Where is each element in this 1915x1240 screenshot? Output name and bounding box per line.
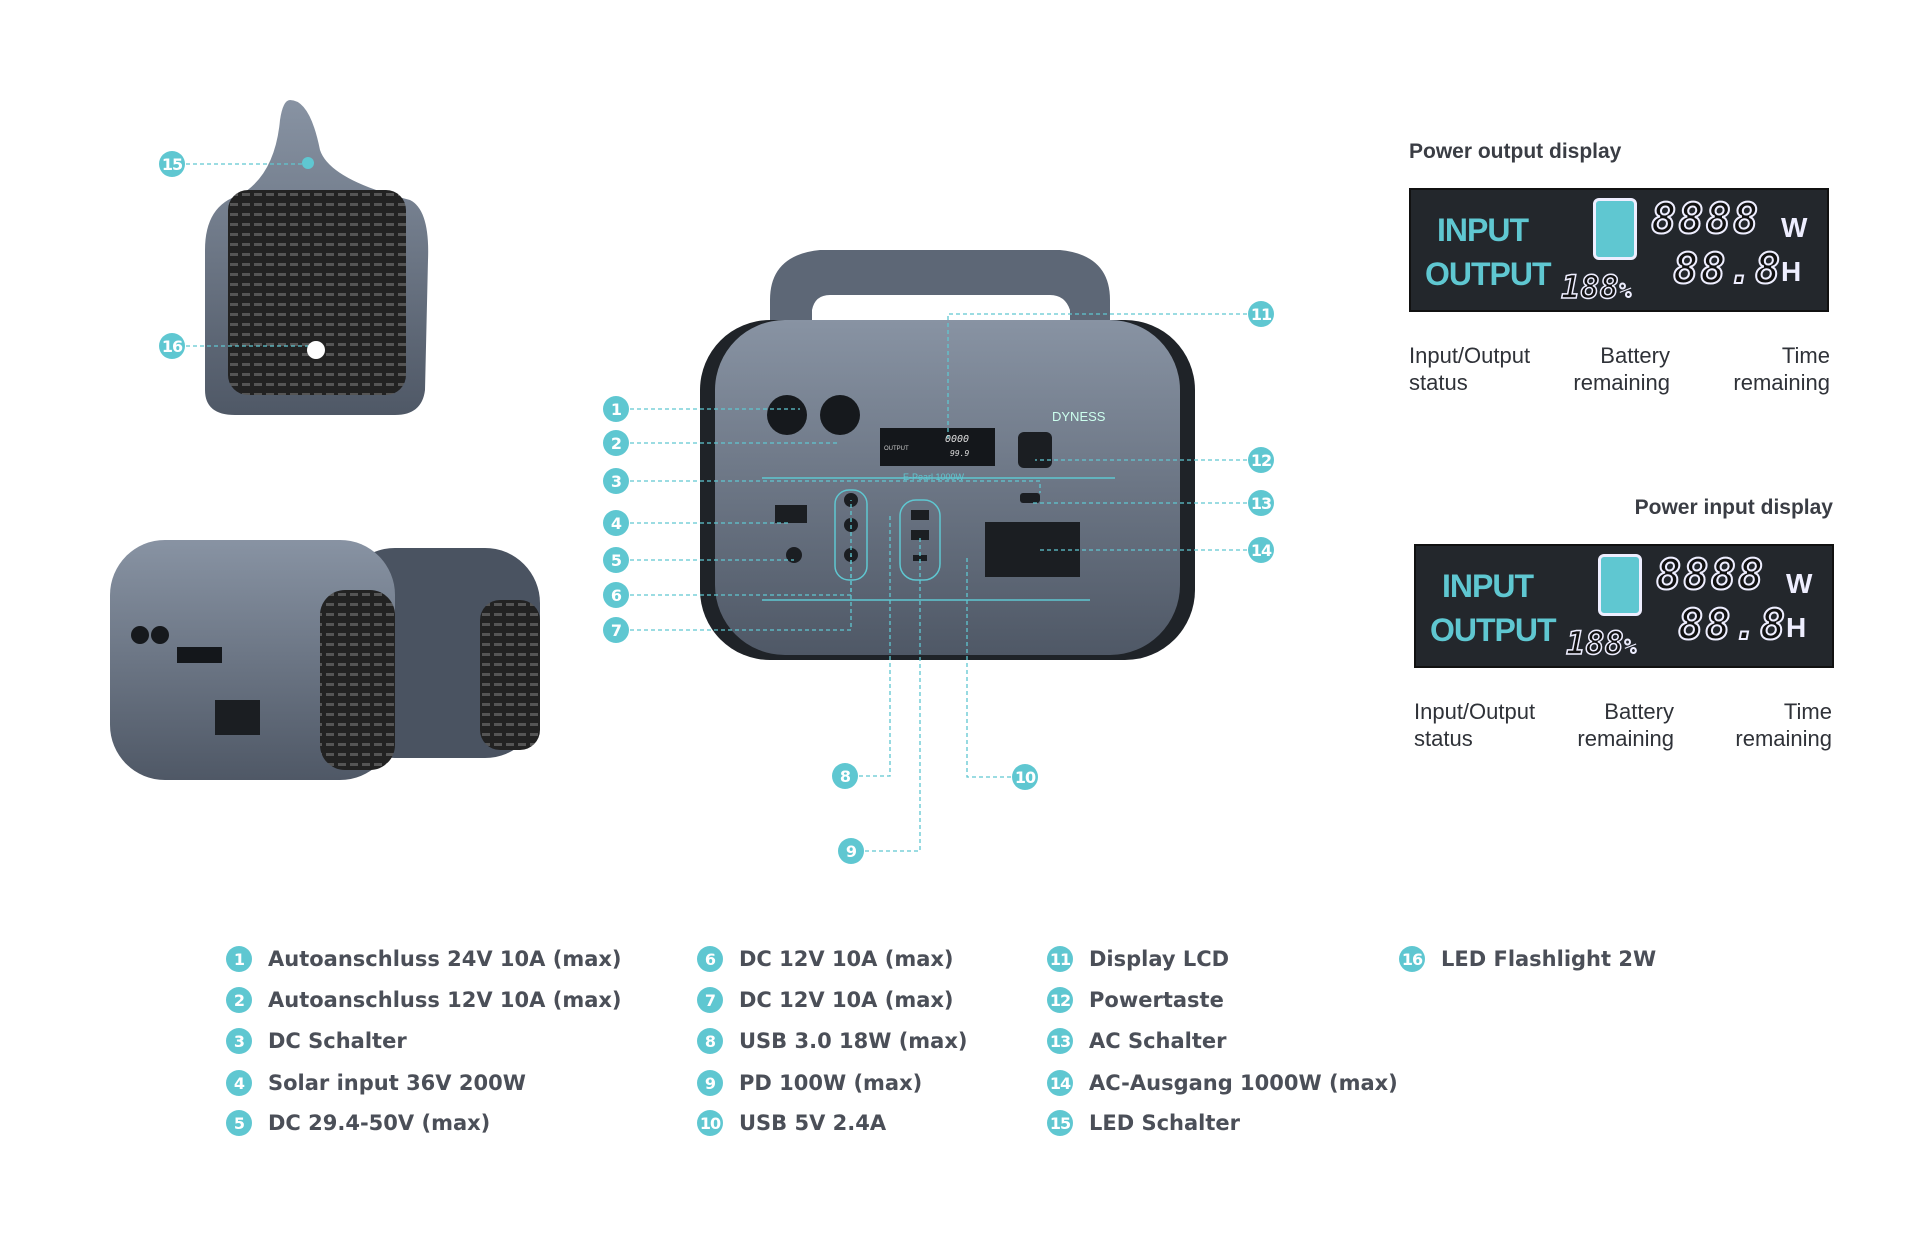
legend-label: Powertaste xyxy=(1089,988,1224,1012)
callout-1: 1 xyxy=(603,396,629,422)
rear-view-device xyxy=(205,100,429,415)
lcd-output-label: OUTPUT xyxy=(1425,256,1552,292)
legend-item: 9 PD 100W (max) xyxy=(697,1070,922,1096)
legend-badge: 4 xyxy=(226,1070,252,1096)
callout-7: 7 xyxy=(603,617,629,643)
label-io-status: Input/Output status xyxy=(1414,699,1536,751)
lcd-hours: 88.8 xyxy=(1677,599,1788,650)
lcd-percent: 188% xyxy=(1565,623,1638,663)
lcd-hour-unit: H xyxy=(1786,612,1807,643)
callout-3: 3 xyxy=(603,468,629,494)
label-battery: Battery remaining xyxy=(1573,343,1670,395)
legend-badge: 10 xyxy=(697,1110,723,1136)
callout-6: 6 xyxy=(603,582,629,608)
lcd-watts: 8888 xyxy=(1655,549,1766,600)
legend-item: 2 Autoanschluss 12V 10A (max) xyxy=(226,987,622,1013)
legend-item: 1 Autoanschluss 24V 10A (max) xyxy=(226,946,622,972)
label-time: Time remaining xyxy=(1733,343,1830,395)
callout-8: 8 xyxy=(832,763,858,789)
legend-badge: 7 xyxy=(697,987,723,1013)
legend-badge: 12 xyxy=(1047,987,1073,1013)
legend-badge: 15 xyxy=(1047,1110,1073,1136)
legend-item: 12 Powertaste xyxy=(1047,987,1224,1013)
legend-badge: 13 xyxy=(1047,1028,1073,1054)
lcd-watt-unit: W xyxy=(1786,568,1813,599)
legend-badge: 1 xyxy=(226,946,252,972)
legend-badge: 2 xyxy=(226,987,252,1013)
legend-item: 4 Solar input 36V 200W xyxy=(226,1070,526,1096)
device-model: E-Pearl 1000W xyxy=(903,472,965,482)
callout-2: 2 xyxy=(603,430,629,456)
pair-view-devices xyxy=(110,540,540,780)
label-time: Time remaining xyxy=(1735,699,1832,751)
battery-icon xyxy=(1598,554,1642,616)
label-battery: Battery remaining xyxy=(1577,699,1674,751)
legend-label: USB 5V 2.4A xyxy=(739,1111,887,1135)
legend-label: USB 3.0 18W (max) xyxy=(739,1029,968,1053)
legend-label: AC Schalter xyxy=(1089,1029,1227,1053)
legend-item: 8 USB 3.0 18W (max) xyxy=(697,1028,968,1054)
legend-badge: 3 xyxy=(226,1028,252,1054)
lcd-watts: 8888 xyxy=(1650,193,1761,244)
legend-badge: 8 xyxy=(697,1028,723,1054)
legend-item: 3 DC Schalter xyxy=(226,1028,407,1054)
callout-lines xyxy=(186,163,1247,852)
callout-12: 12 xyxy=(1248,447,1274,473)
legend-badge: 11 xyxy=(1047,946,1073,972)
legend-badge: 16 xyxy=(1399,946,1425,972)
lcd-input-label: INPUT xyxy=(1442,568,1534,604)
lcd-watt-unit: W xyxy=(1781,212,1808,243)
legend-badge: 14 xyxy=(1047,1070,1073,1096)
callout-14: 14 xyxy=(1248,537,1274,563)
device-lcd-bottom: 99.9 xyxy=(950,449,970,458)
legend-label: DC Schalter xyxy=(268,1029,407,1053)
legend-badge: 9 xyxy=(697,1070,723,1096)
legend-item: 7 DC 12V 10A (max) xyxy=(697,987,954,1013)
legend-label: Display LCD xyxy=(1089,947,1230,971)
legend-badge: 5 xyxy=(226,1110,252,1136)
callout-16: 16 xyxy=(159,333,185,359)
legend-item: 11 Display LCD xyxy=(1047,946,1229,972)
legend-label: Solar input 36V 200W xyxy=(268,1071,526,1095)
legend-item: 6 DC 12V 10A (max) xyxy=(697,946,954,972)
legend-item: 5 DC 29.4-50V (max) xyxy=(226,1110,490,1136)
main-device xyxy=(700,250,1195,660)
legend-badge: 6 xyxy=(697,946,723,972)
legend-label: LED Schalter xyxy=(1089,1111,1240,1135)
legend-label: DC 29.4-50V (max) xyxy=(268,1111,491,1135)
legend-item: 14 AC-Ausgang 1000W (max) xyxy=(1047,1070,1398,1096)
input-display-title: Power input display xyxy=(1634,496,1833,519)
legend-label: Autoanschluss 12V 10A (max) xyxy=(268,988,622,1012)
lcd-input-label: INPUT xyxy=(1437,212,1529,248)
callout-15: 15 xyxy=(159,151,185,177)
lcd-hours: 88.8 xyxy=(1672,243,1783,294)
device-lcd-output: OUTPUT xyxy=(884,446,909,452)
legend-label: PD 100W (max) xyxy=(739,1071,923,1095)
legend-item: 13 AC Schalter xyxy=(1047,1028,1227,1054)
lcd-hour-unit: H xyxy=(1781,256,1802,287)
callout-13: 13 xyxy=(1248,490,1274,516)
battery-icon xyxy=(1593,198,1637,260)
output-lcd-panel: INPUT OUTPUT 8888 W 88.8 H 188% xyxy=(1409,188,1829,312)
callout-9: 9 xyxy=(838,838,864,864)
legend-item: 16 LED Flashlight 2W xyxy=(1399,946,1656,972)
output-display-title: Power output display xyxy=(1409,140,1622,163)
input-lcd-panel: INPUT OUTPUT 8888 W 88.8 H 188% xyxy=(1414,544,1834,668)
legend-label: DC 12V 10A (max) xyxy=(739,947,954,971)
device-brand: DYNESS xyxy=(1052,409,1106,424)
legend-label: LED Flashlight 2W xyxy=(1441,947,1657,971)
label-io-status: Input/Output status xyxy=(1409,343,1531,395)
callout-11: 11 xyxy=(1248,301,1274,327)
device-lcd-top: 0000 xyxy=(945,434,970,445)
legend-item: 10 USB 5V 2.4A xyxy=(697,1110,886,1136)
legend-label: Autoanschluss 24V 10A (max) xyxy=(268,947,622,971)
lcd-percent: 188% xyxy=(1560,267,1633,307)
callout-4: 4 xyxy=(603,510,629,536)
legend-label: DC 12V 10A (max) xyxy=(739,988,954,1012)
legend-label: AC-Ausgang 1000W (max) xyxy=(1089,1071,1398,1095)
lcd-output-label: OUTPUT xyxy=(1430,612,1557,648)
callout-10: 10 xyxy=(1012,764,1038,790)
callout-5: 5 xyxy=(603,547,629,573)
legend-item: 15 LED Schalter xyxy=(1047,1110,1240,1136)
